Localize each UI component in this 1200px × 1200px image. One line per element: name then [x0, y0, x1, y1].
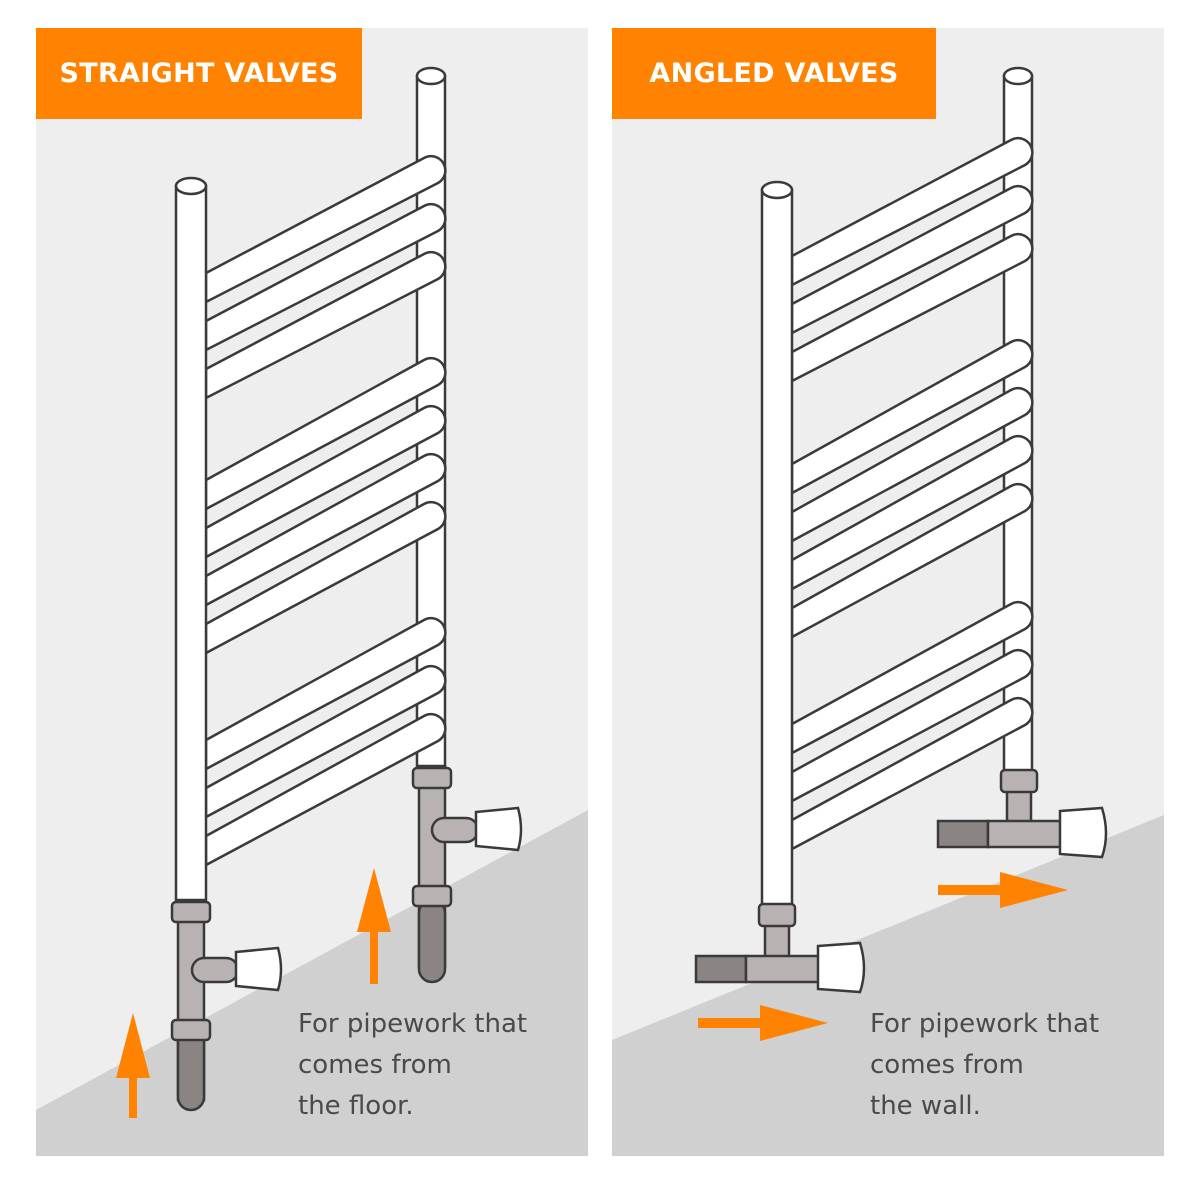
panel-caption: For pipework that comes from the floor.	[298, 1009, 528, 1121]
straight-valves-panel: STRAIGHT VALVES For pipework that comes …	[36, 28, 588, 1156]
radiator-bars	[204, 154, 447, 868]
angled-valves-panel: ANGLED VALVES For pipework that comes fr…	[612, 28, 1164, 1156]
angled-valve-right	[936, 768, 1108, 859]
panel-title-banner: ANGLED VALVES	[612, 28, 936, 119]
arrow-right-icon	[698, 1005, 828, 1041]
panel-title: ANGLED VALVES	[649, 58, 899, 89]
straight-valve-right	[411, 764, 523, 984]
arrow-right-icon	[938, 872, 1068, 908]
panel-title-banner: STRAIGHT VALVES	[36, 28, 362, 119]
radiator-bars	[790, 136, 1034, 852]
arrow-up-icon	[116, 1013, 150, 1118]
straight-valve-left	[170, 898, 283, 1112]
panel-caption: For pipework that comes from the wall.	[870, 1009, 1100, 1121]
angled-valve-left	[694, 902, 866, 994]
arrow-up-icon	[357, 868, 391, 984]
panel-title: STRAIGHT VALVES	[59, 58, 339, 89]
angled-valve-radiator-illustration	[612, 66, 1164, 1156]
straight-valve-radiator-illustration	[36, 66, 588, 1156]
radiator-left-rail	[760, 180, 794, 910]
radiator-left-rail	[174, 176, 208, 906]
